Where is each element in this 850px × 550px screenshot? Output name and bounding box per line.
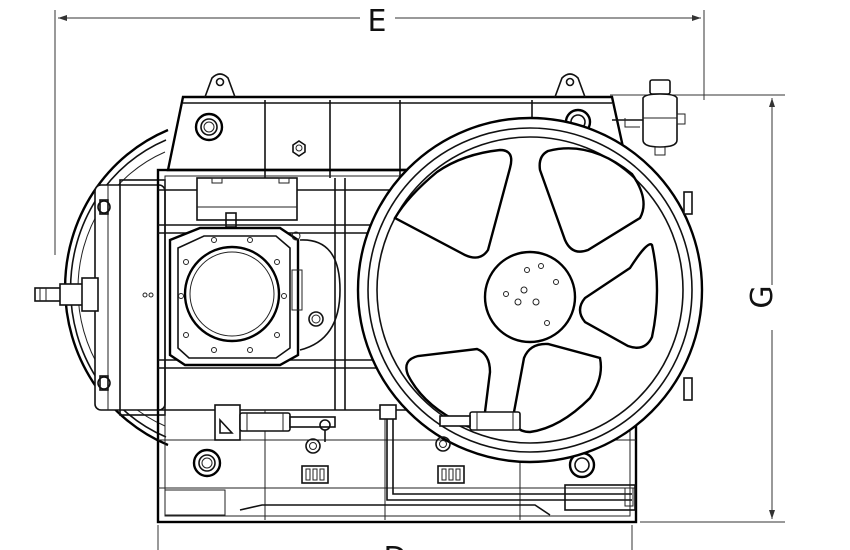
terminal-block-right <box>437 465 465 484</box>
hydraulic-line <box>379 404 634 507</box>
ring-bolt-top-left <box>194 112 224 142</box>
ring-bolt-bottom-left <box>192 448 222 478</box>
bearing-block <box>168 226 303 367</box>
right-side-bolts <box>683 191 693 401</box>
input-shaft <box>34 277 154 312</box>
oil-reservoir <box>612 79 686 156</box>
terminal-block-left <box>301 465 329 484</box>
dimension-d: D <box>157 525 633 550</box>
lower-cylinder-right <box>435 411 521 452</box>
dimension-label-d: D <box>383 541 406 550</box>
dimension-e: E <box>54 4 705 255</box>
dimension-label-e: E <box>368 4 387 39</box>
hex-bolt-top <box>292 140 306 157</box>
flywheel-spoke-windows <box>393 147 659 434</box>
lower-cylinder-left <box>214 404 336 454</box>
top-panel <box>196 177 298 228</box>
lifting-lug-right <box>554 73 586 98</box>
lifting-lug-left <box>204 73 236 98</box>
dimension-g: G <box>610 94 785 523</box>
dimension-label-g: G <box>745 285 780 308</box>
flywheel <box>356 116 704 464</box>
